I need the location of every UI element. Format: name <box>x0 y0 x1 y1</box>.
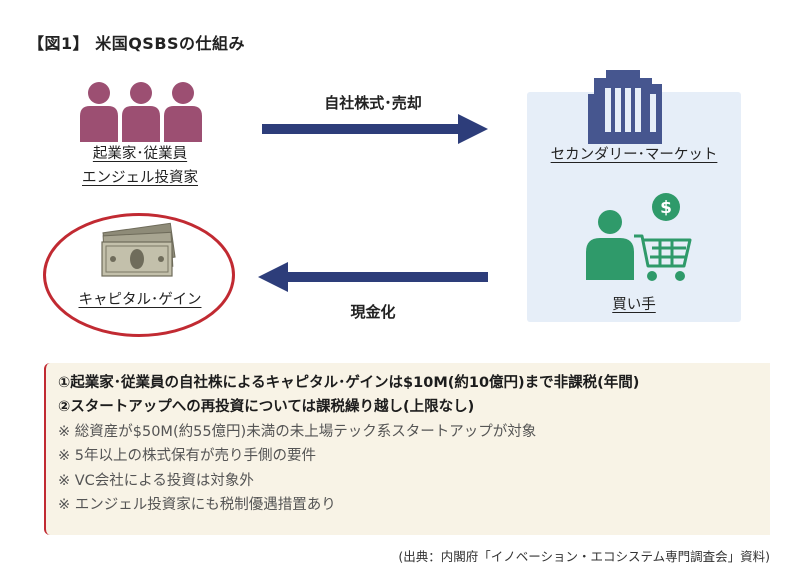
secondary-market-label: セカンダリー･マーケット <box>550 147 718 163</box>
note-5: ※ VC会社による投資は対象外 <box>58 472 254 489</box>
founders-label: 起業家･従業員 エンジェル投資家 <box>50 142 230 190</box>
people-icon <box>80 82 202 142</box>
figure-title: 【図1】 米国QSBSの仕組み <box>28 34 246 53</box>
note-1: ①起業家･従業員の自社株によるキャピタル･ゲインは$10M(約10億円)まで非課… <box>58 375 640 391</box>
cash-out-label: 現金化 <box>350 303 396 321</box>
shopper-with-cart-icon: $ <box>586 193 692 281</box>
office-building-icon <box>588 70 662 144</box>
banknotes-icon <box>101 222 176 277</box>
capital-gain-ellipse <box>43 213 235 337</box>
left-arrow-icon <box>258 262 488 292</box>
notes-box: ①起業家･従業員の自社株によるキャピタル･ゲインは$10M(約10億円)まで非課… <box>44 363 770 535</box>
note-6: ※ エンジェル投資家にも税制優遇措置あり <box>58 497 336 514</box>
note-3: ※ 総資産が$50M(約55億円)未満の未上場テック系スタートアップが対象 <box>58 423 537 440</box>
right-arrow-icon <box>262 114 488 144</box>
sell-shares-label: 自社株式･売却 <box>324 94 422 112</box>
note-4: ※ 5年以上の株式保有が売り手側の要件 <box>58 448 316 465</box>
source-citation: (出典：内閣府「イノベーション・エコシステム専門調査会」資料) <box>398 549 770 564</box>
founders-label-line2: エンジェル投資家 <box>82 170 198 186</box>
svg-text:$: $ <box>660 198 672 218</box>
founders-label-line1: 起業家･従業員 <box>92 146 188 162</box>
buyer-label: 買い手 <box>612 297 656 313</box>
note-2: ②スタートアップへの再投資については課税繰り越し(上限なし) <box>58 399 475 416</box>
capital-gain-label: キャピタル･ゲイン <box>78 292 202 308</box>
